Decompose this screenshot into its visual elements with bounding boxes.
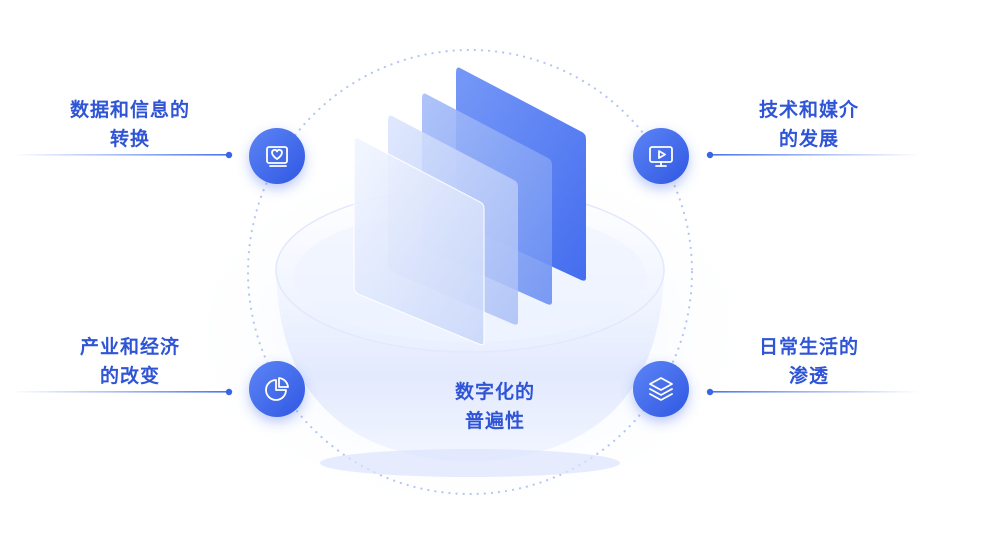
label-line: 数据和信息的	[69, 99, 190, 121]
node-industry-economy	[249, 361, 305, 417]
monitor-play-icon	[649, 146, 673, 167]
label-line: 的发展	[778, 128, 839, 150]
center-label: 数字化的 普遍性	[395, 378, 595, 436]
label-data-transform: 数据和信息的 转换	[10, 96, 250, 154]
node-tech-media	[633, 128, 689, 184]
label-line: 的改变	[99, 365, 160, 387]
connector-dot	[706, 151, 714, 159]
connector-dot	[706, 388, 714, 396]
connector-line	[12, 154, 228, 156]
label-tech-media: 技术和媒介 的发展	[689, 96, 929, 154]
label-line: 产业和经济	[79, 336, 180, 358]
heart-photo-icon	[266, 146, 288, 167]
label-line: 技术和媒介	[758, 99, 859, 121]
glass-panel	[353, 136, 485, 346]
label-industry-economy: 产业和经济 的改变	[10, 333, 250, 391]
label-daily-life: 日常生活的 渗透	[689, 333, 929, 391]
label-line: 日常生活的	[758, 336, 859, 358]
center-label-line: 普遍性	[464, 410, 525, 432]
connector-line	[710, 391, 920, 393]
label-line: 转换	[109, 128, 150, 150]
connector-dot	[225, 388, 233, 396]
pie-chart-icon	[265, 377, 289, 401]
node-daily-life	[633, 361, 689, 417]
connector-line	[710, 154, 920, 156]
connector-line	[12, 391, 228, 393]
connector-dot	[225, 151, 233, 159]
center-label-line: 数字化的	[454, 381, 535, 403]
label-line: 渗透	[788, 365, 829, 387]
node-data-transform	[249, 128, 305, 184]
glass-panels	[353, 67, 586, 346]
layers-icon	[649, 377, 673, 401]
orbit-ring	[246, 48, 694, 496]
